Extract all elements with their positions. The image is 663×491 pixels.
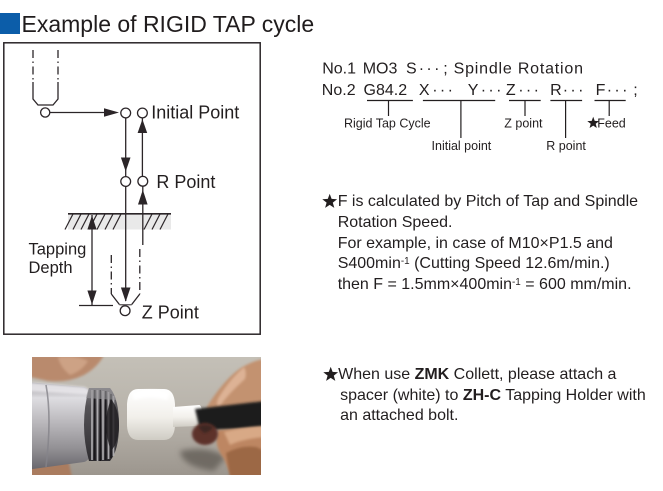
svg-text:G84.2: G84.2 <box>364 82 408 99</box>
svg-text:MO3: MO3 <box>363 60 398 77</box>
svg-text:Feed: Feed <box>597 117 626 131</box>
svg-text:Rigid Tap Cycle: Rigid Tap Cycle <box>344 117 431 131</box>
svg-text:Z Point: Z Point <box>142 302 199 322</box>
svg-text:···: ··· <box>432 82 455 99</box>
svg-text:Tapping: Tapping <box>29 241 87 259</box>
svg-text:Spindle Rotation: Spindle Rotation <box>454 60 584 77</box>
svg-text:···: ··· <box>607 82 630 99</box>
svg-text:···: ··· <box>419 60 442 77</box>
svg-text:Z: Z <box>506 82 516 99</box>
svg-text:X: X <box>419 82 430 99</box>
svg-text:Depth: Depth <box>29 259 73 277</box>
svg-text:···: ··· <box>481 82 504 99</box>
svg-text:R: R <box>550 82 562 99</box>
svg-text:No.2: No.2 <box>322 82 356 99</box>
svg-text:Initial point: Initial point <box>432 139 492 153</box>
svg-text:;: ; <box>633 82 637 99</box>
svg-text:S: S <box>406 60 417 77</box>
svg-text:R point: R point <box>546 139 586 153</box>
svg-text:Z point: Z point <box>504 117 543 131</box>
svg-text:···: ··· <box>518 82 541 99</box>
svg-text:···: ··· <box>563 82 586 99</box>
svg-text:Initial Point: Initial Point <box>151 103 239 123</box>
svg-text:F: F <box>596 82 606 99</box>
svg-text:No.1: No.1 <box>322 60 356 77</box>
svg-text:;: ; <box>443 60 447 77</box>
svg-text:R Point: R Point <box>156 172 215 192</box>
svg-text:Y: Y <box>468 82 479 99</box>
